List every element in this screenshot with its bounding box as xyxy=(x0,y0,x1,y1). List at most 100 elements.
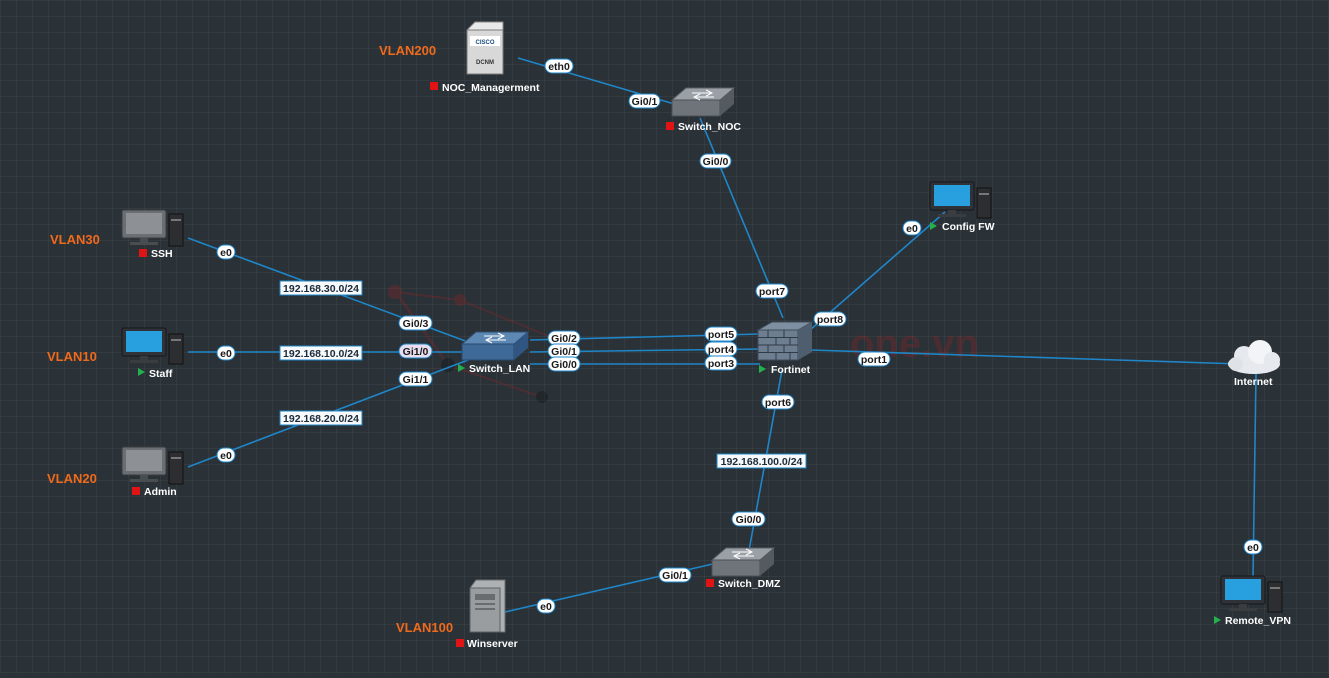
svg-text:192.168.30.0/24: 192.168.30.0/24 xyxy=(283,283,359,295)
svg-text:Gi1/0: Gi1/0 xyxy=(403,346,429,358)
switch-icon xyxy=(460,331,530,361)
port-label: eth0 xyxy=(544,58,574,74)
svg-text:Gi0/0: Gi0/0 xyxy=(703,156,729,168)
port-label: Gi0/2 xyxy=(547,330,581,346)
node-noc-managerment[interactable]: CISCO DCNM NOC_Managerment xyxy=(430,21,540,94)
link-fortinet-configfw xyxy=(809,211,946,331)
node-label: Winserver xyxy=(467,638,518,650)
svg-text:Gi0/0: Gi0/0 xyxy=(736,514,762,526)
port-label: Gi0/3 xyxy=(398,315,433,331)
svg-text:e0: e0 xyxy=(220,247,232,259)
port-label: e0 xyxy=(902,220,922,236)
port-label: port3 xyxy=(704,355,738,371)
switch-icon xyxy=(670,87,736,117)
port-label: Gi1/1 xyxy=(398,371,433,387)
port-label: Gi0/0 xyxy=(547,356,581,372)
stopped-status-icon xyxy=(430,82,438,90)
svg-text:port1: port1 xyxy=(861,354,887,366)
subnet-label-192-168-100: 192.168.100.0/24 xyxy=(716,453,807,469)
node-label: Staff xyxy=(149,368,173,380)
node-fortinet[interactable]: Fortinet xyxy=(756,321,814,376)
link-noc-switchnoc xyxy=(517,57,689,109)
node-ssh[interactable]: SSH xyxy=(121,209,184,260)
node-config-fw[interactable]: Config FW xyxy=(929,181,995,233)
stopped-status-icon xyxy=(139,249,147,257)
computer-icon xyxy=(121,327,184,365)
node-label: Config FW xyxy=(942,221,995,233)
stopped-status-icon xyxy=(666,122,674,130)
port-label: e0 xyxy=(1243,539,1263,555)
svg-text:Gi1/1: Gi1/1 xyxy=(403,374,429,386)
svg-text:Gi0/1: Gi0/1 xyxy=(662,570,688,582)
port-label: Gi0/0 xyxy=(699,153,732,169)
svg-text:Gi0/1: Gi0/1 xyxy=(551,346,577,358)
subnet-label-192-168-30: 192.168.30.0/24 xyxy=(279,280,363,296)
subnet-label-192-168-10: 192.168.10.0/24 xyxy=(279,345,363,361)
cisco-brand-text: CISCO xyxy=(475,40,494,46)
port-label: port8 xyxy=(813,311,847,327)
vlan20-label: VLAN20 xyxy=(47,471,97,486)
cloud-icon xyxy=(1228,340,1280,374)
port-label: e0 xyxy=(536,598,556,614)
svg-text:192.168.10.0/24: 192.168.10.0/24 xyxy=(283,348,359,360)
port-label: port6 xyxy=(761,394,795,410)
running-status-icon xyxy=(930,222,937,230)
port-label: port1 xyxy=(857,351,891,367)
subnet-labels: 192.168.30.0/24 192.168.10.0/24 192.168.… xyxy=(279,280,807,469)
computer-icon xyxy=(121,446,184,485)
node-internet[interactable]: Internet xyxy=(1228,340,1280,388)
node-label: Switch_LAN xyxy=(469,363,530,375)
subnet-label-192-168-20: 192.168.20.0/24 xyxy=(279,410,363,426)
svg-text:e0: e0 xyxy=(906,223,918,235)
svg-text:port5: port5 xyxy=(708,329,734,341)
svg-text:port6: port6 xyxy=(765,397,791,409)
node-remote-vpn[interactable]: Remote_VPN xyxy=(1214,575,1291,627)
port-label: Gi1/0 xyxy=(398,343,433,359)
svg-text:port7: port7 xyxy=(759,286,785,298)
node-label: Fortinet xyxy=(771,364,811,376)
running-status-icon xyxy=(759,365,766,373)
svg-text:port8: port8 xyxy=(817,314,843,326)
dcnm-badge-text: DCNM xyxy=(476,60,494,66)
svg-text:Gi0/3: Gi0/3 xyxy=(403,318,429,330)
node-label: Admin xyxy=(144,486,177,498)
stopped-status-icon xyxy=(456,639,464,647)
node-switch-noc[interactable]: Switch_NOC xyxy=(666,87,741,133)
node-label: NOC_Managerment xyxy=(442,82,540,94)
svg-text:e0: e0 xyxy=(1247,542,1259,554)
running-status-icon xyxy=(458,364,465,372)
server-tower-icon xyxy=(469,579,506,633)
node-switch-dmz[interactable]: Switch_DMZ xyxy=(706,547,781,590)
svg-text:eth0: eth0 xyxy=(548,61,570,73)
svg-text:port4: port4 xyxy=(708,344,734,356)
node-admin[interactable]: Admin xyxy=(121,446,184,498)
vlan200-label: VLAN200 xyxy=(379,43,436,58)
vlan30-label: VLAN30 xyxy=(50,232,100,247)
computer-icon xyxy=(1220,575,1283,613)
node-switch-lan[interactable]: Switch_LAN xyxy=(458,331,530,375)
svg-text:e0: e0 xyxy=(220,450,232,462)
computer-icon xyxy=(121,209,184,247)
computer-icon xyxy=(929,181,992,219)
svg-text:192.168.20.0/24: 192.168.20.0/24 xyxy=(283,413,359,425)
svg-text:Gi0/2: Gi0/2 xyxy=(551,333,577,345)
node-winserver[interactable]: Winserver xyxy=(456,579,518,650)
port-label: e0 xyxy=(216,345,236,361)
node-staff[interactable]: Staff xyxy=(121,327,184,380)
svg-text:e0: e0 xyxy=(220,348,232,360)
svg-text:Gi0/1: Gi0/1 xyxy=(632,96,658,108)
switch-icon xyxy=(710,547,776,577)
running-status-icon xyxy=(1214,616,1221,624)
port-labels: eth0 Gi0/1 Gi0/0 port7 port8 e0 port1 e0… xyxy=(216,58,1263,614)
port-label: port7 xyxy=(755,283,789,299)
dcnm-server-icon: CISCO DCNM xyxy=(466,21,504,75)
vlan10-label: VLAN10 xyxy=(47,349,97,364)
stopped-status-icon xyxy=(132,487,140,495)
svg-text:Gi0/0: Gi0/0 xyxy=(551,359,577,371)
svg-text:192.168.100.0/24: 192.168.100.0/24 xyxy=(721,456,803,468)
svg-text:e0: e0 xyxy=(540,601,552,613)
running-status-icon xyxy=(138,368,145,376)
port-label: Gi0/1 xyxy=(658,567,692,583)
